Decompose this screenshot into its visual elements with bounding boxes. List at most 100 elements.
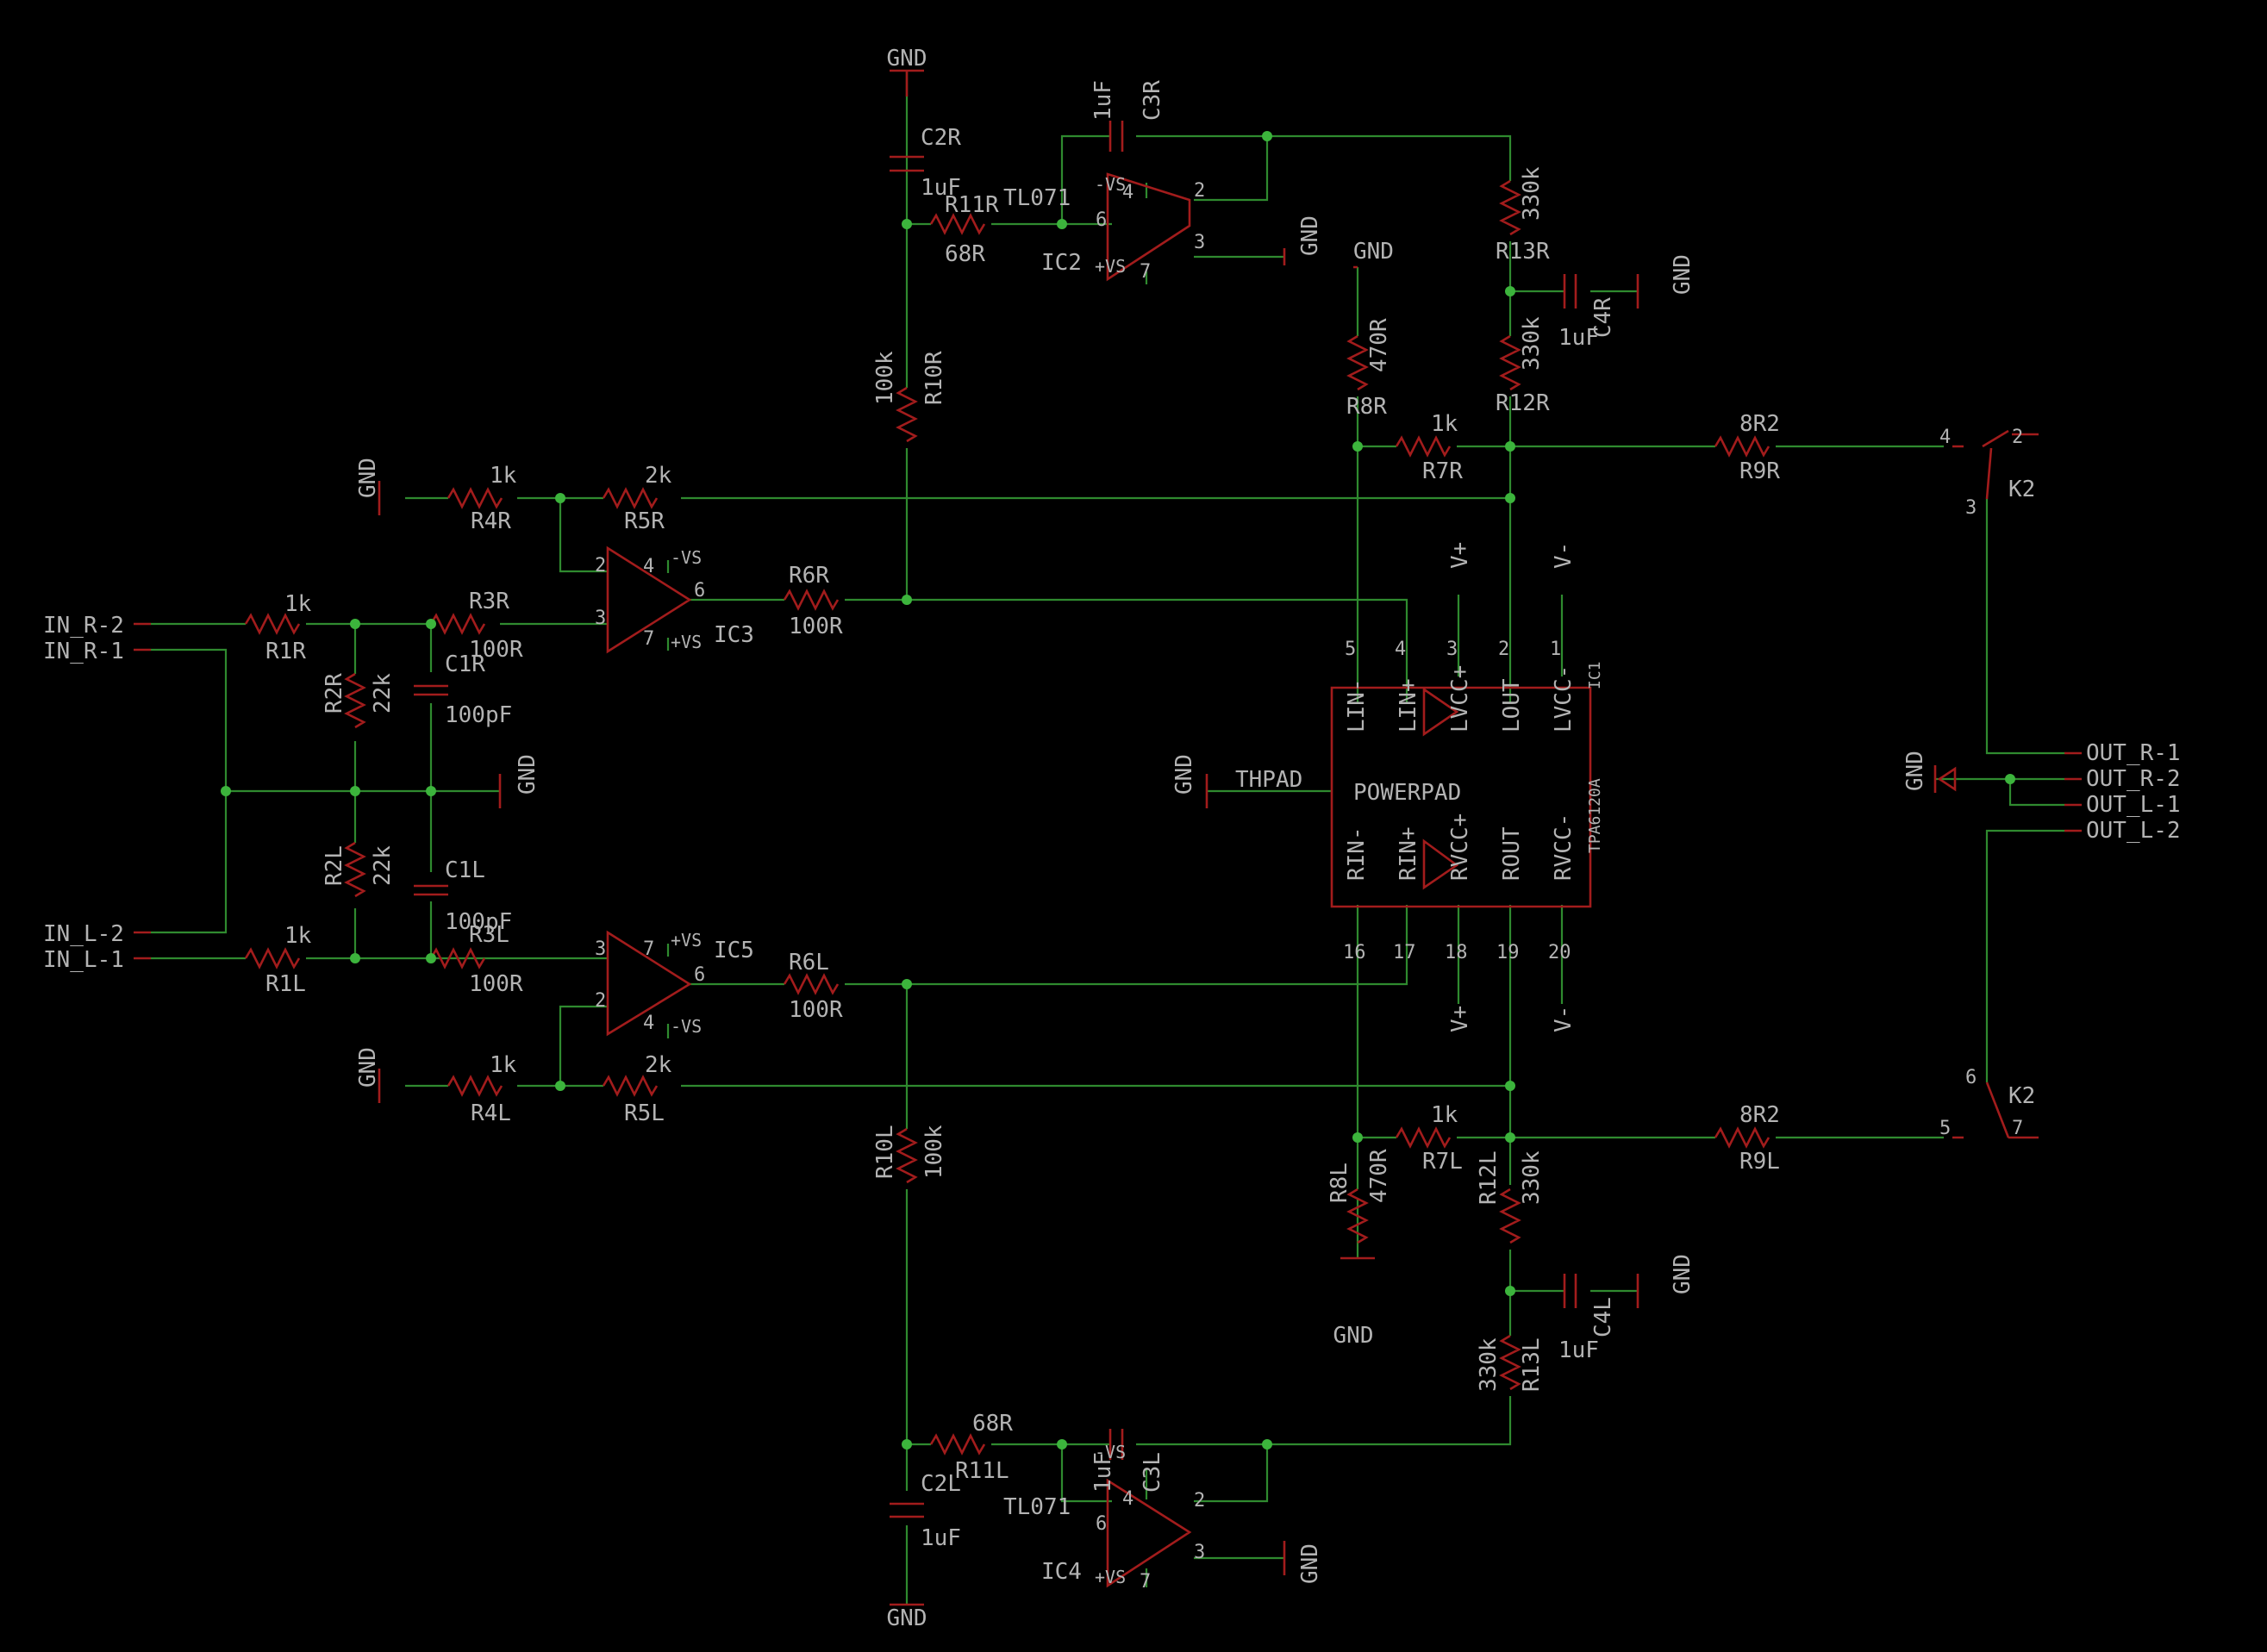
rotated-label: 470R bbox=[1366, 318, 1392, 372]
label: 4 bbox=[1939, 427, 1951, 448]
label: 6 bbox=[1096, 1513, 1107, 1535]
rotated-label: V- bbox=[1551, 1006, 1577, 1032]
rotated-label: GND bbox=[355, 1047, 381, 1088]
label: 1k bbox=[284, 923, 312, 949]
rotated-label: LVCC- bbox=[1551, 665, 1577, 732]
label: 2 bbox=[1194, 180, 1205, 202]
label: R1R bbox=[265, 639, 306, 664]
rotated-label: GND bbox=[1670, 254, 1696, 295]
label: OUT_L-1 bbox=[2086, 792, 2181, 818]
label: 1k bbox=[284, 591, 312, 617]
rotated-label: 330k bbox=[1476, 1337, 1502, 1392]
label: 8R2 bbox=[1739, 411, 1780, 437]
label: 20 bbox=[1548, 942, 1571, 963]
rotated-label: RVCC+ bbox=[1447, 814, 1473, 881]
rotated-label: GND bbox=[1297, 215, 1323, 256]
rotated-label: V+ bbox=[1447, 1006, 1473, 1032]
rotated-label: 100k bbox=[921, 1125, 947, 1179]
rotated-label: GND bbox=[1902, 751, 1928, 791]
rotated-label: IC1 bbox=[1586, 661, 1604, 689]
rotated-label: RVCC- bbox=[1551, 814, 1577, 881]
label: 5 bbox=[1345, 639, 1356, 660]
label: 68R bbox=[972, 1411, 1013, 1437]
label: 2k bbox=[645, 1052, 672, 1078]
label: R6R bbox=[789, 563, 829, 589]
rotated-label: R10R bbox=[921, 351, 947, 405]
label: 68R bbox=[945, 241, 985, 267]
rotated-label: GND bbox=[515, 754, 540, 795]
rotated-label: ROUT bbox=[1499, 826, 1525, 881]
label: C1R bbox=[445, 651, 485, 677]
label: 7 bbox=[1140, 261, 1151, 283]
rotated-label: 470R bbox=[1366, 1149, 1392, 1203]
label: 17 bbox=[1393, 942, 1416, 963]
rotated-label: GND bbox=[1297, 1543, 1323, 1584]
rotated-label: 1uF bbox=[1090, 80, 1116, 121]
rotated-label: 22k bbox=[370, 845, 396, 886]
label: 100R bbox=[789, 997, 843, 1023]
rotated-label: GND bbox=[1670, 1254, 1696, 1294]
rotated-label: C4R bbox=[1590, 297, 1616, 338]
rotated-label: R12L bbox=[1476, 1150, 1502, 1205]
label: C1L bbox=[445, 857, 485, 883]
label: 7 bbox=[643, 628, 654, 650]
label: 2 bbox=[595, 555, 606, 577]
rotated-label: R8L bbox=[1327, 1163, 1352, 1203]
label: IN_R-1 bbox=[43, 639, 124, 664]
label: R12R bbox=[1496, 390, 1550, 416]
label: IC2 bbox=[1041, 250, 1082, 276]
label: GND bbox=[887, 46, 927, 72]
label: R1L bbox=[265, 971, 306, 997]
rotated-label: 330k bbox=[1519, 316, 1545, 371]
label: TL071 bbox=[1003, 185, 1071, 211]
rotated-label: V- bbox=[1551, 542, 1577, 569]
rotated-label: R10L bbox=[872, 1125, 898, 1179]
label: 1k bbox=[1431, 411, 1458, 437]
label: R9L bbox=[1739, 1149, 1780, 1175]
rotated-label: GND bbox=[355, 458, 381, 498]
rotated-label: 1uF bbox=[1090, 1452, 1116, 1493]
label: 100R bbox=[789, 614, 843, 639]
label: 16 bbox=[1343, 942, 1366, 963]
label: R3L bbox=[469, 922, 509, 948]
label: +VS bbox=[671, 632, 702, 652]
label: -VS bbox=[671, 1016, 702, 1037]
label: 6 bbox=[694, 964, 705, 986]
label: IC5 bbox=[714, 938, 754, 963]
label: 1k bbox=[1431, 1102, 1458, 1128]
junctions bbox=[221, 131, 2015, 1449]
label: R13R bbox=[1496, 239, 1550, 265]
rotated-label: C3R bbox=[1140, 80, 1165, 121]
label: 3 bbox=[1446, 639, 1458, 660]
label: 3 bbox=[595, 938, 606, 960]
rotated-label: C3L bbox=[1140, 1452, 1165, 1493]
label: R11R bbox=[945, 192, 999, 218]
label: 6 bbox=[1096, 209, 1107, 231]
rotated-label: R2L bbox=[322, 845, 347, 886]
label: 4 bbox=[643, 556, 654, 577]
label: +VS bbox=[1095, 1567, 1126, 1587]
label: 4 bbox=[643, 1013, 654, 1034]
label: 19 bbox=[1496, 942, 1520, 963]
label: 3 bbox=[1965, 497, 1977, 519]
label: R11L bbox=[955, 1458, 1009, 1484]
rotated-label: GND bbox=[1171, 754, 1197, 795]
label: GND bbox=[1353, 239, 1394, 265]
rotated-label: 330k bbox=[1519, 1150, 1545, 1205]
label: R9R bbox=[1739, 458, 1780, 484]
label: 4 bbox=[1122, 1488, 1134, 1510]
label: 100R bbox=[469, 637, 523, 663]
label: K2 bbox=[2008, 1083, 2035, 1109]
rotated-label: R13L bbox=[1519, 1337, 1545, 1392]
label: IC3 bbox=[714, 622, 754, 648]
label: K2 bbox=[2008, 477, 2035, 502]
label: POWERPAD bbox=[1353, 780, 1461, 806]
rotated-label: 330k bbox=[1519, 166, 1545, 221]
label: 1 bbox=[1550, 639, 1561, 660]
label: 5 bbox=[1939, 1118, 1951, 1139]
label: 18 bbox=[1445, 942, 1468, 963]
label: R6L bbox=[789, 950, 829, 976]
rotated-label: R2R bbox=[322, 673, 347, 714]
label: C2L bbox=[921, 1471, 961, 1497]
